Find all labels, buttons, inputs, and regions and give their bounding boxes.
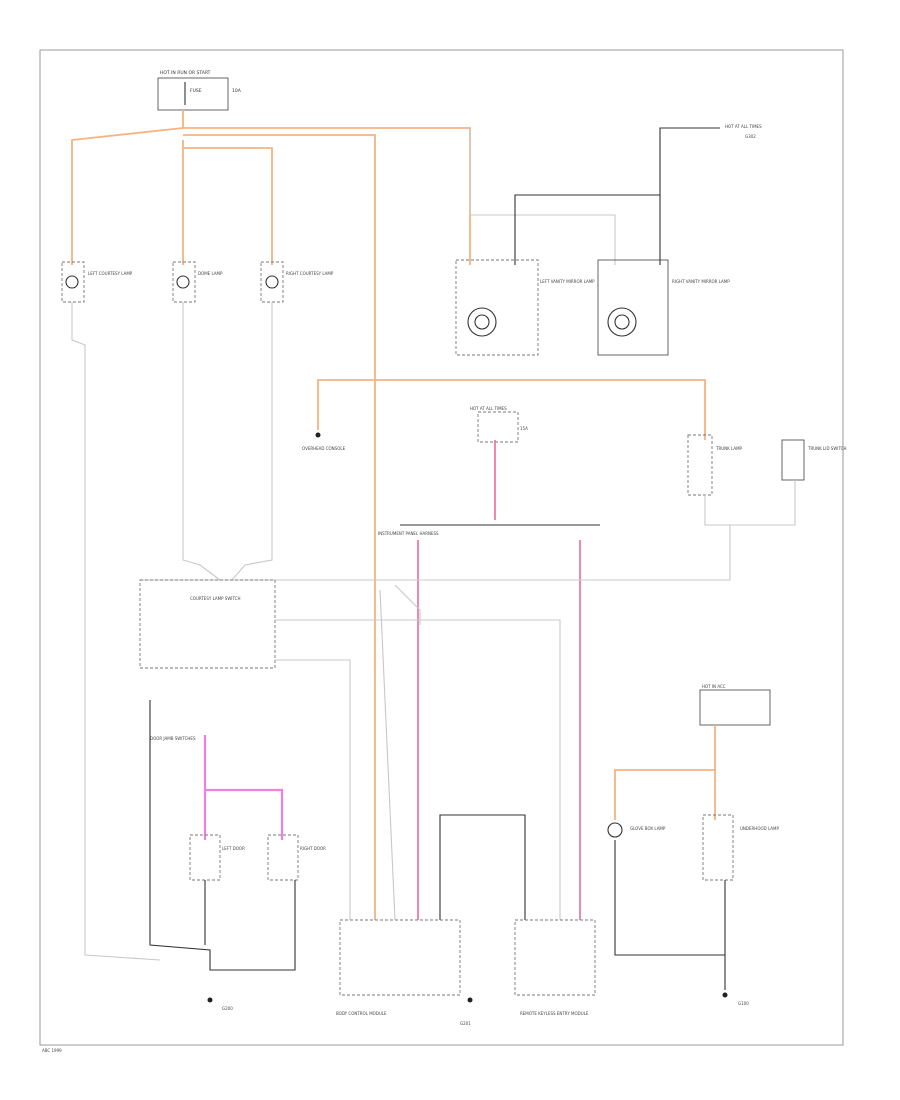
underhood-lamp: UNDERHOOD LAMP <box>702 814 779 881</box>
trunk-lamp-label: TRUNK LAMP <box>715 446 743 451</box>
right-courtesy-label: RIGHT COURTESY LAMP <box>286 271 334 276</box>
door-switches-label: DOOR JAMB SWITCHES <box>150 736 196 741</box>
mid-fuse-header: HOT AT ALL TIMES <box>470 406 507 411</box>
trunk-switch-label: TRUNK LID SWITCH <box>807 446 846 451</box>
trunk-lamp: TRUNK LAMP TRUNK LID SWITCH <box>687 434 846 496</box>
right-door-switch: RIGHT DOOR <box>267 834 326 881</box>
ip-harness-label: INSTRUMENT PANEL HARNESS <box>378 531 439 536</box>
bcm-label: BODY CONTROL MODULE <box>336 1011 387 1016</box>
dome-lamp: DOME LAMP <box>172 261 223 303</box>
mid-fuse: HOT AT ALL TIMES 15A <box>470 406 528 520</box>
top-fuse-value: 10A <box>232 88 242 94</box>
courtesy-switch-label: COURTESY LAMP SWITCH <box>190 596 240 601</box>
left-courtesy-lamp: LEFT COURTESY LAMP <box>61 261 133 303</box>
right-vanity-mirror: RIGHT VANITY MIRROR LAMP <box>597 259 730 356</box>
hot-at-all-times-right: HOT AT ALL TIMES <box>725 124 762 129</box>
left-courtesy-label: LEFT COURTESY LAMP <box>88 271 133 276</box>
glove-box-fuse: HOT IN ACC <box>699 684 771 726</box>
underhood-label: UNDERHOOD LAMP <box>740 826 779 831</box>
left-door-switch: LEFT DOOR <box>189 834 245 881</box>
rke-label: REMOTE KEYLESS ENTRY MODULE <box>520 1011 589 1016</box>
remote-keyless-module: REMOTE KEYLESS ENTRY MODULE <box>514 919 596 1016</box>
hot-in-acc-label: HOT IN ACC <box>702 684 726 689</box>
top-fuse-name: FUSE <box>190 88 202 94</box>
body-control-module: BODY CONTROL MODULE <box>336 919 461 1016</box>
g201-label: G201 <box>460 1021 471 1026</box>
g302-label: G302 <box>745 134 756 139</box>
glove-box-lamp: GLOVE BOX LAMP <box>607 822 666 838</box>
top-fuse-header: HOT IN RUN OR START <box>160 70 211 76</box>
right-courtesy-lamp: RIGHT COURTESY LAMP <box>260 261 334 303</box>
g100-label: G100 <box>738 1001 749 1006</box>
mid-fuse-value: 15A <box>520 426 528 431</box>
courtesy-switch-block: COURTESY LAMP SWITCH <box>139 579 276 669</box>
diagram-frame <box>39 49 844 1046</box>
glove-box-lamp-label: GLOVE BOX LAMP <box>630 826 666 831</box>
top-fuse-box: HOT IN RUN OR START FUSE 10A <box>157 70 242 111</box>
right-door-label: RIGHT DOOR <box>300 846 326 851</box>
left-vanity-label: LEFT VANITY MIRROR LAMP <box>540 279 595 284</box>
dome-lamp-label: DOME LAMP <box>198 271 223 276</box>
left-vanity-mirror: LEFT VANITY MIRROR LAMP <box>455 259 595 356</box>
left-door-label: LEFT DOOR <box>222 846 245 851</box>
g200-label: G200 <box>222 1006 233 1011</box>
footer-label: ABC 1999 <box>42 1048 62 1053</box>
right-vanity-label: RIGHT VANITY MIRROR LAMP <box>672 279 730 284</box>
overhead-console-label: OVERHEAD CONSOLE <box>302 446 346 451</box>
